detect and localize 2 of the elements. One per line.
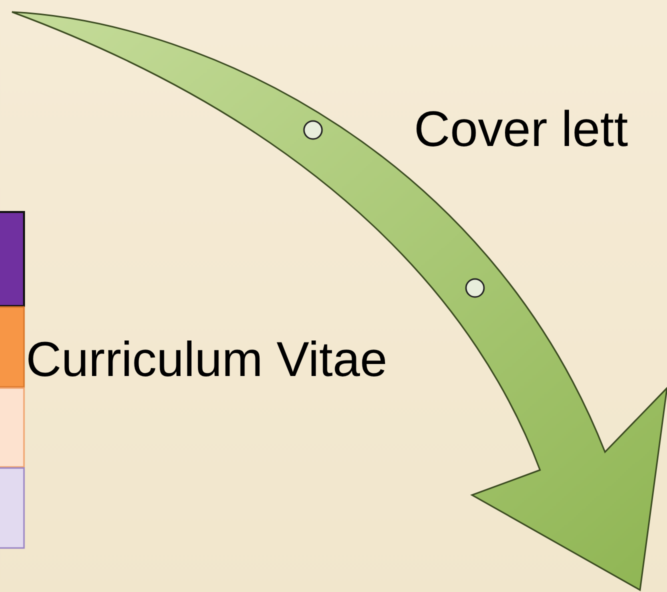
- slide-text: Curriculum Vitae: [26, 336, 388, 385]
- slide-text: Cover lett: [414, 104, 628, 154]
